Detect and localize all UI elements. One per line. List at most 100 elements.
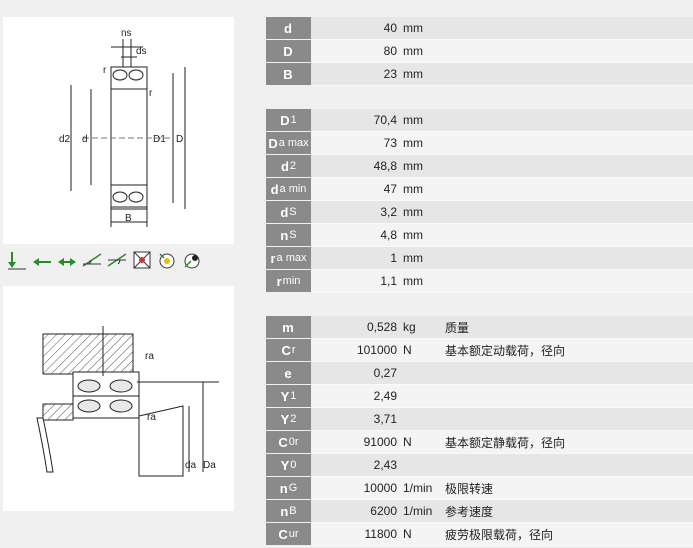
param-value: 3,71 (311, 408, 401, 431)
group-spacer (266, 293, 693, 316)
param-unit: N (401, 431, 443, 454)
param-value: 1 (311, 247, 401, 270)
label-ra-bottom: ra (147, 412, 156, 423)
param-unit: mm (401, 132, 443, 155)
param-unit: mm (401, 247, 443, 270)
param-value: 47 (311, 178, 401, 201)
param-description: 疲劳极限载荷，径向 (443, 523, 693, 546)
mounting-svg: ra ra da Da (36, 326, 219, 477)
angle-misalignment-icon[interactable] (80, 249, 103, 271)
param-description (443, 132, 693, 155)
angle-misalignment-2-icon[interactable] (105, 249, 128, 271)
param-description: 基本额定动载荷，径向 (443, 339, 693, 362)
param-description (443, 201, 693, 224)
param-description (443, 17, 693, 40)
param-description (443, 362, 693, 385)
label-r1: r (103, 65, 107, 76)
param-value: 0,528 (311, 316, 401, 339)
label-d2: d2 (59, 134, 71, 145)
param-value: 70,4 (311, 109, 401, 132)
label-B: B (125, 213, 132, 224)
axial-load-left-icon[interactable] (30, 249, 53, 271)
label-d: d (82, 134, 88, 145)
param-description (443, 385, 693, 408)
param-value: 1,1 (311, 270, 401, 293)
param-description: 极限转速 (443, 477, 693, 500)
label-ns: ns (121, 28, 132, 39)
param-unit: mm (401, 63, 443, 86)
label-ds: ds (136, 46, 147, 57)
param-symbol: D (266, 40, 311, 63)
param-description (443, 247, 693, 270)
param-value: 6200 (311, 500, 401, 523)
label-Da: Da (203, 460, 216, 471)
axial-load-both-icon[interactable] (55, 249, 78, 271)
param-unit: mm (401, 201, 443, 224)
radial-load-icon[interactable] (5, 249, 28, 271)
param-unit: N (401, 339, 443, 362)
param-description (443, 155, 693, 178)
param-description (443, 408, 693, 431)
param-unit: kg (401, 316, 443, 339)
param-description (443, 109, 693, 132)
param-value: 10000 (311, 477, 401, 500)
param-symbol: e (266, 362, 311, 385)
not-sealed-icon[interactable] (130, 249, 153, 271)
label-D1: D1 (153, 134, 166, 145)
lubrication-icon[interactable] (155, 249, 178, 271)
param-value: 23 (311, 63, 401, 86)
param-symbol: m (266, 316, 311, 339)
feature-icon-row (5, 249, 235, 273)
param-value: 11800 (311, 523, 401, 546)
label-ra-top: ra (145, 351, 154, 362)
param-description: 参考速度 (443, 500, 693, 523)
param-unit: mm (401, 40, 443, 63)
speed-icon[interactable] (180, 249, 203, 271)
param-unit (401, 362, 443, 385)
param-value: 4,8 (311, 224, 401, 247)
param-value: 91000 (311, 431, 401, 454)
param-unit: mm (401, 224, 443, 247)
mounting-drawing: ra ra da Da (3, 286, 234, 511)
label-D: D (176, 134, 183, 145)
param-value: 3,2 (311, 201, 401, 224)
param-value: 48,8 (311, 155, 401, 178)
param-value: 2,49 (311, 385, 401, 408)
param-description (443, 178, 693, 201)
param-unit: 1/min (401, 477, 443, 500)
param-value: 73 (311, 132, 401, 155)
param-unit: mm (401, 17, 443, 40)
param-symbol: d (266, 17, 311, 40)
group-spacer (266, 86, 693, 109)
